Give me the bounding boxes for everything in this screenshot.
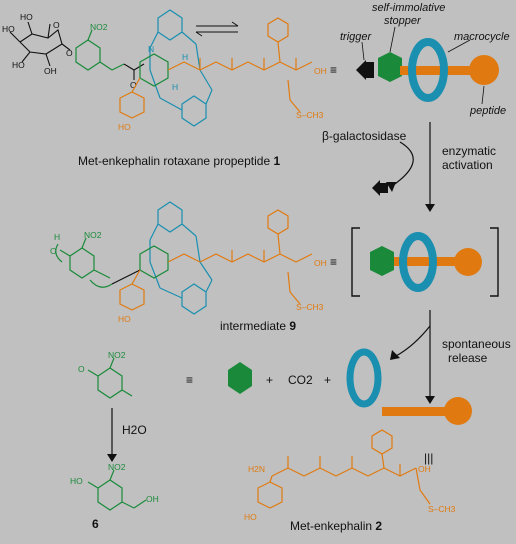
sugar-ho-1: HO [2, 24, 15, 34]
macrocycle-ring-structure [149, 9, 213, 127]
quinone-methide: O NO2 [78, 350, 133, 399]
equiv-sign-middle: ≡ [330, 255, 337, 269]
free-peptide-ball [444, 397, 472, 425]
released-trigger [372, 180, 380, 196]
product-6-structure: HO NO2 OH [70, 462, 159, 511]
label-activation-1: enzymatic [442, 144, 496, 158]
met-enkephalin-structure: H2N OH S–CH3 HO [244, 429, 456, 522]
free-peptide-axle [382, 407, 454, 416]
caption-intermediate-9: intermediate 9 [220, 319, 296, 333]
macro-n-1: N [148, 44, 154, 54]
macro-h-2: H [182, 52, 188, 62]
peptide-oh: OH [314, 66, 327, 76]
macro-h-1: H [172, 82, 178, 92]
intermediate-linker [55, 237, 113, 288]
intermediate-no2: NO2 [84, 230, 102, 240]
sugar-link-o: O [66, 48, 73, 58]
label-release-2: release [448, 351, 488, 365]
macrocycle-ring-mid [399, 232, 437, 292]
label-trigger: trigger [340, 31, 373, 43]
sugar-ho-3: HO [20, 12, 33, 22]
pointer-lines [361, 26, 485, 105]
intermediate-tyr-ho: HO [118, 314, 131, 324]
sugar-ho-4: HO [12, 60, 25, 70]
met-sch3: S–CH3 [428, 504, 456, 514]
linker-no2: NO2 [90, 22, 108, 32]
co2-label: CO2 [288, 373, 313, 387]
carbamate-group [123, 63, 145, 80]
intermediate-peptide [119, 209, 313, 311]
trigger-shape [356, 60, 366, 80]
galactose-sugar [9, 21, 71, 67]
equiv-sign-bottom: ≡ [186, 373, 193, 387]
enzymatic-arrow [372, 122, 435, 212]
product-no2: NO2 [108, 462, 126, 472]
plus-1: + [266, 373, 273, 387]
met-oh: OH [418, 464, 431, 474]
equiv-sign-top: ≡ [330, 63, 337, 77]
plus-2: + [324, 373, 331, 387]
schematic-rotaxane [356, 38, 499, 102]
product-oh: OH [146, 494, 159, 504]
quinone-no2: NO2 [108, 350, 126, 360]
intermediate-o: O [50, 246, 57, 256]
peptide-sch3: S–CH3 [296, 110, 324, 120]
met-h2n: H2N [248, 464, 265, 474]
release-arrow [390, 310, 435, 404]
equiv-vertical: ||| [424, 451, 433, 465]
stopper-hexagon-released [228, 362, 252, 394]
label-enzyme: β-galactosidase [322, 129, 407, 143]
nitrobenzyl-linker [75, 29, 125, 71]
label-macrocycle: macrocycle [454, 31, 510, 43]
h2o-label: H2O [122, 423, 147, 437]
rotaxane-1-structure: HO HO HO OH O O NO2 O [2, 9, 327, 132]
product-ho: HO [70, 476, 83, 486]
met-tyr-ho: HO [244, 512, 257, 522]
product-6-label: 6 [92, 517, 99, 531]
sugar-oh-2: OH [44, 66, 57, 76]
carbamate-o: O [130, 80, 137, 90]
intermediate-h: H [54, 232, 60, 242]
stopper-hexagon-mid [370, 246, 394, 276]
intermediate-sch3: S–CH3 [296, 302, 324, 312]
caption-rotaxane-1: Met-enkephalin rotaxane propeptide 1 [78, 154, 280, 168]
intermediate-macrocycle [149, 201, 213, 315]
quinone-o: O [78, 364, 85, 374]
label-stopper-2: stopper [384, 15, 422, 27]
peptide-ball [469, 55, 499, 85]
macrocycle-ring [408, 38, 448, 102]
intermediate-oh: OH [314, 258, 327, 268]
bracket-right [490, 227, 499, 297]
label-activation-2: activation [442, 158, 493, 172]
stopper-hexagon [378, 52, 402, 82]
label-release-1: spontaneous [442, 337, 511, 351]
free-macrocycle [346, 348, 382, 408]
equilibrium-arrows [195, 21, 239, 37]
schematic-intermediate [351, 227, 499, 297]
label-stopper-1: self-immolative [372, 2, 445, 14]
intermediate-9-structure: H O NO2 OH S–CH3 [50, 201, 327, 324]
sugar-ring-o: O [53, 20, 60, 30]
peptide-chain [119, 17, 313, 119]
label-peptide: peptide [469, 105, 506, 117]
caption-met-enkephalin: Met-enkephalin 2 [290, 519, 382, 533]
tyr-ho: HO [118, 122, 131, 132]
bracket-left [351, 227, 360, 297]
peptide-ball-mid [454, 248, 482, 276]
